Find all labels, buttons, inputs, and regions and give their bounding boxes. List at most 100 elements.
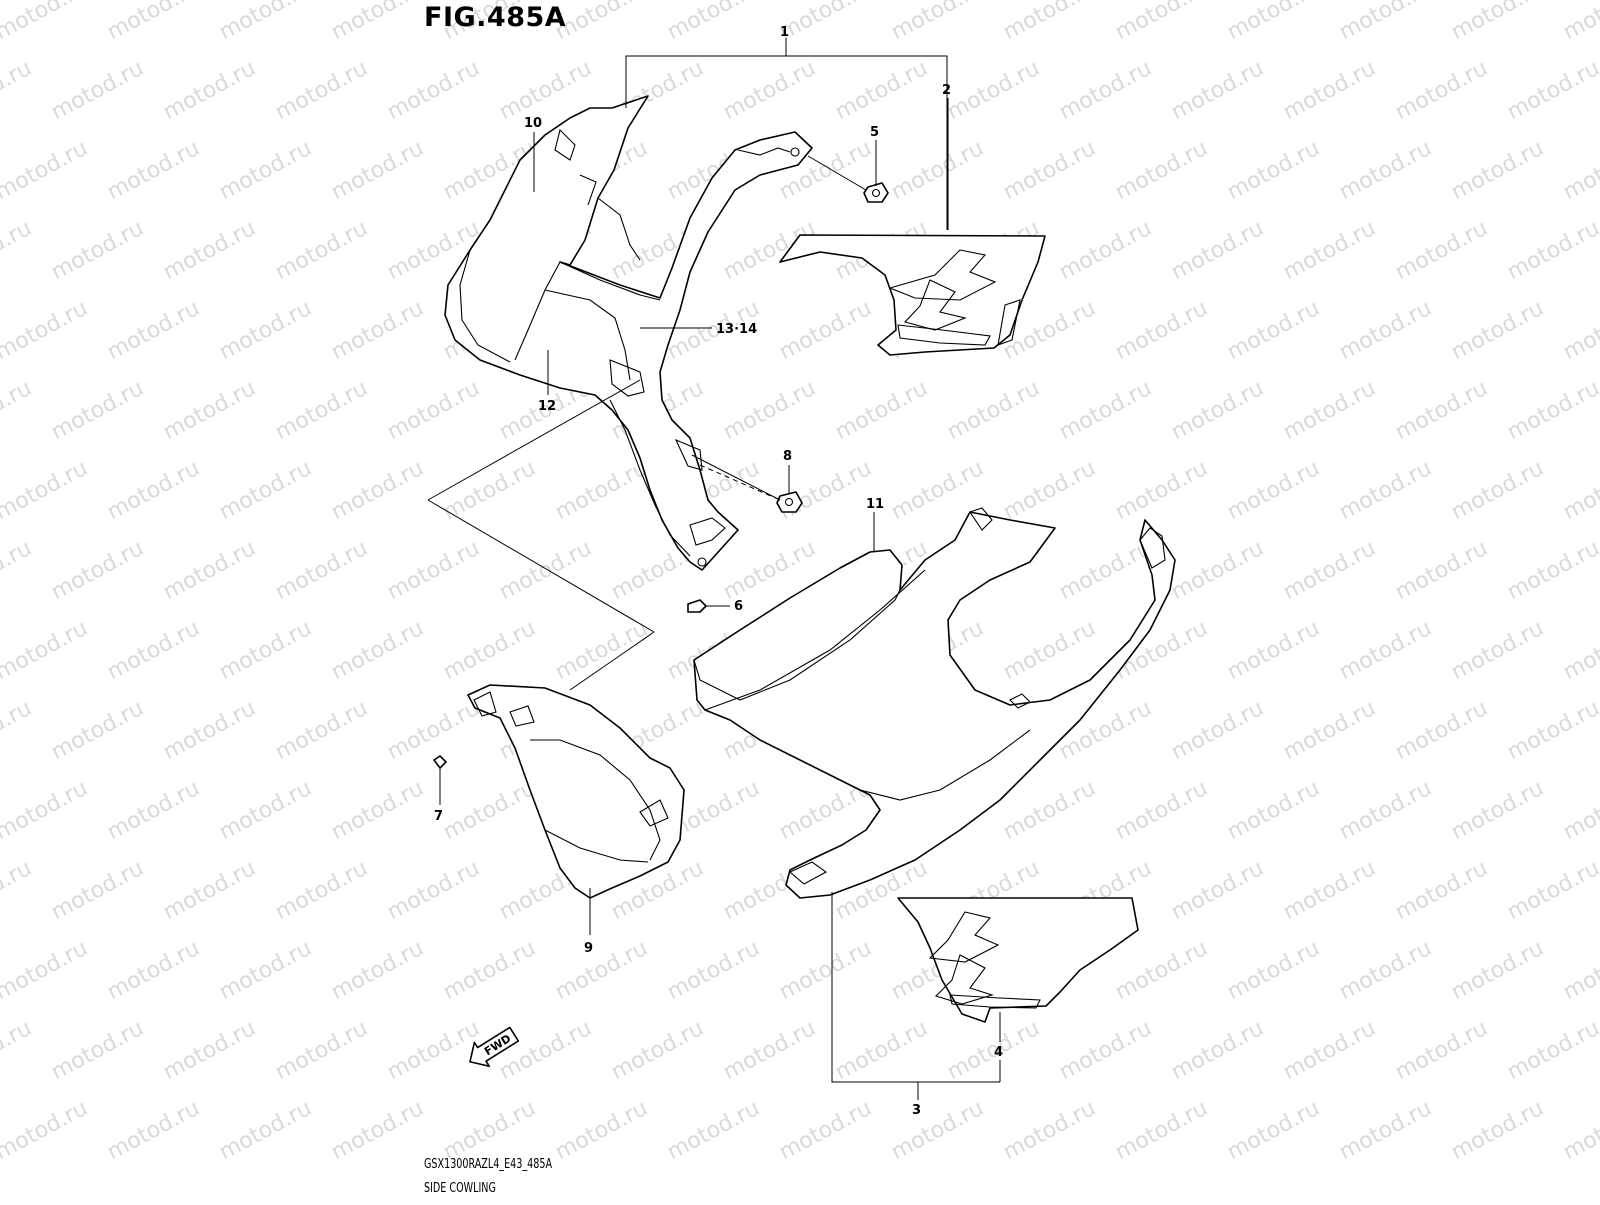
watermark-text: motod.ru	[383, 376, 484, 445]
watermark-text: motod.ru	[1167, 696, 1268, 765]
watermark-text: motod.ru	[1335, 616, 1436, 685]
watermark-text: motod.ru	[0, 136, 92, 205]
watermark-text: motod.ru	[1447, 616, 1548, 685]
model-code: GSX1300RAZL4_E43_485A	[424, 1157, 553, 1172]
watermark-text: motod.ru	[1391, 696, 1492, 765]
watermark-text: motod.ru	[1335, 936, 1436, 1005]
watermark-text: motod.ru	[1391, 376, 1492, 445]
watermark-text: motod.ru	[831, 1016, 932, 1085]
watermark-text: motod.ru	[551, 616, 652, 685]
watermark-text: motod.ru	[215, 296, 316, 365]
watermark-text: motod.ru	[1111, 1096, 1212, 1165]
watermark-text: motod.ru	[0, 216, 36, 285]
watermark-text: motod.ru	[1223, 776, 1324, 845]
screw-6-drawing	[687, 599, 707, 613]
watermark-text: motod.ru	[0, 1016, 36, 1085]
watermark-text: motod.ru	[1335, 1096, 1436, 1165]
watermark-text: motod.ru	[775, 0, 876, 45]
leader-lines	[427, 38, 1001, 1100]
watermark-text: motod.ru	[1055, 1016, 1156, 1085]
watermark-text: motod.ru	[1447, 296, 1548, 365]
watermark-text: motod.ru	[663, 1096, 764, 1165]
watermark-text: motod.ru	[1223, 1096, 1324, 1165]
watermark-text: motod.ru	[159, 56, 260, 125]
watermark-text: motod.ru	[47, 536, 148, 605]
watermark-text: motod.ru	[1447, 936, 1548, 1005]
watermark-text: motod.ru	[0, 296, 92, 365]
watermark-text: motod.ru	[271, 696, 372, 765]
watermark-text: motod.ru	[1111, 936, 1212, 1005]
watermark-text: motod.ru	[831, 376, 932, 445]
watermark-text: motod.ru	[775, 936, 876, 1005]
callout-5: 5	[870, 125, 879, 140]
watermark-text: motod.ru	[1503, 1016, 1600, 1085]
watermark-text: motod.ru	[1223, 936, 1324, 1005]
watermark-text: motod.ru	[1503, 216, 1600, 285]
watermark-text: motod.ru	[1559, 296, 1600, 365]
watermark-text: motod.ru	[0, 856, 36, 925]
watermark-text: motod.ru	[1447, 0, 1548, 45]
watermark-text: motod.ru	[271, 536, 372, 605]
watermark-text: motod.ru	[271, 1016, 372, 1085]
watermark-text: motod.ru	[1559, 936, 1600, 1005]
watermark-text: motod.ru	[1335, 0, 1436, 45]
watermark-text: motod.ru	[1447, 776, 1548, 845]
watermark-text: motod.ru	[1223, 0, 1324, 45]
watermark-text: motod.ru	[103, 296, 204, 365]
watermark-text: motod.ru	[1559, 136, 1600, 205]
watermark-text: motod.ru	[663, 0, 764, 45]
watermark-text: motod.ru	[159, 696, 260, 765]
watermark-text: motod.ru	[1167, 1016, 1268, 1085]
watermark-text: motod.ru	[47, 1016, 148, 1085]
watermark-text: motod.ru	[1167, 376, 1268, 445]
callout-8: 8	[783, 449, 792, 464]
watermark-text: motod.ru	[887, 136, 988, 205]
watermark-text: motod.ru	[1559, 616, 1600, 685]
watermark-text: motod.ru	[1559, 0, 1600, 45]
watermark-text: motod.ru	[1111, 296, 1212, 365]
watermark-text: motod.ru	[1223, 456, 1324, 525]
watermark-text: motod.ru	[383, 536, 484, 605]
watermark-text: motod.ru	[0, 1096, 92, 1165]
lower-decal-drawing	[897, 897, 1139, 1023]
callout-3: 3	[912, 1103, 921, 1118]
watermark-text: motod.ru	[439, 936, 540, 1005]
watermark-text: motod.ru	[1055, 536, 1156, 605]
watermark-text: motod.ru	[47, 376, 148, 445]
watermark-text: motod.ru	[1559, 776, 1600, 845]
watermark-text: motod.ru	[327, 936, 428, 1005]
watermark-text: motod.ru	[1503, 376, 1600, 445]
watermark-text: motod.ru	[327, 0, 428, 45]
watermark-text: motod.ru	[159, 216, 260, 285]
watermark-text: motod.ru	[551, 936, 652, 1005]
watermark-text: motod.ru	[1055, 56, 1156, 125]
watermark-text: motod.ru	[663, 936, 764, 1005]
watermark-text: motod.ru	[0, 696, 36, 765]
watermark-text: motod.ru	[1111, 0, 1212, 45]
main-side-cowl-drawing	[693, 507, 1176, 899]
watermark-text: motod.ru	[103, 936, 204, 1005]
watermark-text: motod.ru	[439, 776, 540, 845]
watermark-text: motod.ru	[1391, 56, 1492, 125]
watermark-text: motod.ru	[383, 696, 484, 765]
watermark-text: motod.ru	[1279, 216, 1380, 285]
watermark-text: motod.ru	[327, 616, 428, 685]
watermark-text: motod.ru	[159, 1016, 260, 1085]
watermark-text: motod.ru	[271, 856, 372, 925]
watermark-text: motod.ru	[0, 936, 92, 1005]
figure-title: FIG.485A	[424, 2, 567, 33]
watermark-text: motod.ru	[607, 1016, 708, 1085]
watermark-text: motod.ru	[327, 776, 428, 845]
watermark-text: motod.ru	[103, 136, 204, 205]
watermark-text: motod.ru	[215, 776, 316, 845]
watermark-text: motod.ru	[551, 1096, 652, 1165]
watermark-text: motod.ru	[1055, 216, 1156, 285]
watermark-text: motod.ru	[1223, 136, 1324, 205]
watermark-text: motod.ru	[943, 56, 1044, 125]
watermark-text: motod.ru	[887, 0, 988, 45]
watermark-text: motod.ru	[159, 536, 260, 605]
watermark-text: motod.ru	[215, 1096, 316, 1165]
watermark-text: motod.ru	[271, 56, 372, 125]
watermark-text: motod.ru	[551, 456, 652, 525]
inner-cowl-panel-drawing	[444, 95, 813, 571]
